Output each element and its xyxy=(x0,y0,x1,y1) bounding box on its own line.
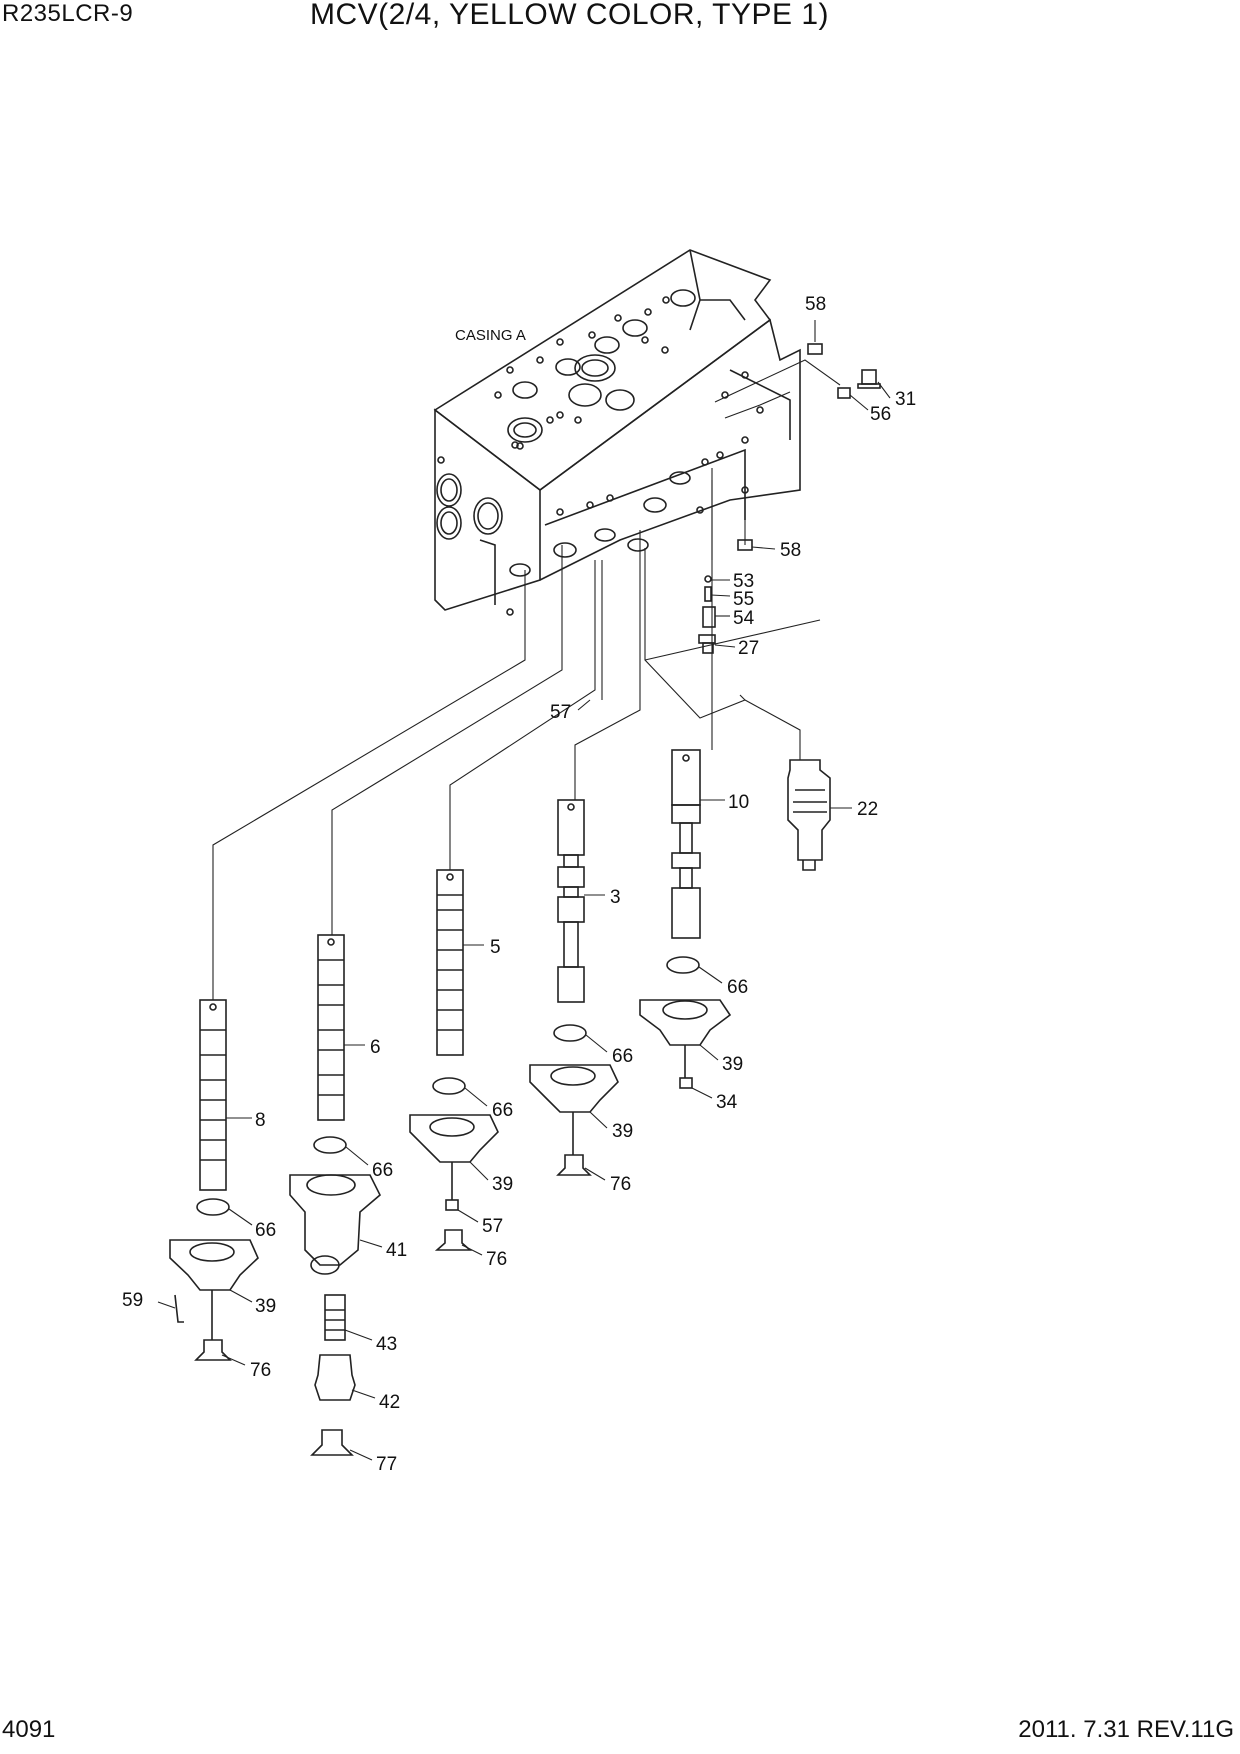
callout-55: 55 xyxy=(733,589,754,610)
callout-numbers: 58 31 56 58 53 55 54 27 57 22 10 3 5 6 8… xyxy=(122,294,916,1475)
callout-58-top: 58 xyxy=(805,294,826,315)
model-number: R235LCR-9 xyxy=(2,0,134,27)
callout-58-mid: 58 xyxy=(780,540,801,561)
page-number: 4091 xyxy=(2,1716,56,1743)
callout-53: 53 xyxy=(733,571,754,592)
callout-39-a: 39 xyxy=(722,1054,743,1075)
callout-6: 6 xyxy=(370,1037,381,1058)
callout-76-c: 76 xyxy=(250,1360,271,1381)
cover-39-b xyxy=(529,1064,619,1176)
callout-5: 5 xyxy=(490,937,501,958)
casing-block xyxy=(433,249,801,616)
cover-41 xyxy=(289,1174,381,1456)
callout-66-c: 66 xyxy=(492,1100,513,1121)
revision-date: 2011. 7.31 REV.11G xyxy=(1018,1716,1234,1743)
callout-8: 8 xyxy=(255,1110,266,1131)
assembly-lines xyxy=(212,359,841,1000)
callout-57-bottom: 57 xyxy=(482,1216,503,1237)
callout-66-d: 66 xyxy=(372,1160,393,1181)
callout-59: 59 xyxy=(122,1290,143,1311)
callout-56: 56 xyxy=(870,404,891,425)
callout-22: 22 xyxy=(857,799,878,820)
spool-5 xyxy=(436,869,464,1056)
spool-10 xyxy=(671,749,701,939)
callout-66-e: 66 xyxy=(255,1220,276,1241)
callout-77: 77 xyxy=(376,1454,397,1475)
o-rings-66 xyxy=(196,956,700,1216)
callout-39-d: 39 xyxy=(255,1296,276,1317)
callout-34: 34 xyxy=(716,1092,738,1113)
right-fittings xyxy=(698,343,881,871)
callout-42: 42 xyxy=(379,1392,400,1413)
callout-31: 31 xyxy=(895,389,916,410)
callout-66-a: 66 xyxy=(727,977,748,998)
cover-39-d xyxy=(169,1239,259,1361)
callout-27: 27 xyxy=(738,638,759,659)
callout-leaders xyxy=(157,320,891,1461)
callout-10: 10 xyxy=(728,792,749,813)
callout-39-c: 39 xyxy=(492,1174,513,1195)
callout-41: 41 xyxy=(386,1240,407,1261)
casing-label: CASING A xyxy=(455,327,526,344)
callout-3: 3 xyxy=(610,887,621,908)
spool-8 xyxy=(199,999,227,1191)
callout-39-b: 39 xyxy=(612,1121,633,1142)
callout-57-top: 57 xyxy=(550,702,571,723)
spool-3 xyxy=(557,799,585,1003)
page-title: MCV(2/4, YELLOW COLOR, TYPE 1) xyxy=(310,0,830,31)
callout-76-b: 76 xyxy=(486,1249,507,1270)
callout-66-b: 66 xyxy=(612,1046,633,1067)
cover-39-a xyxy=(639,999,732,1089)
spool-6 xyxy=(317,934,345,1121)
callout-43: 43 xyxy=(376,1334,397,1355)
callout-76-a: 76 xyxy=(610,1174,631,1195)
callout-54: 54 xyxy=(733,608,755,629)
